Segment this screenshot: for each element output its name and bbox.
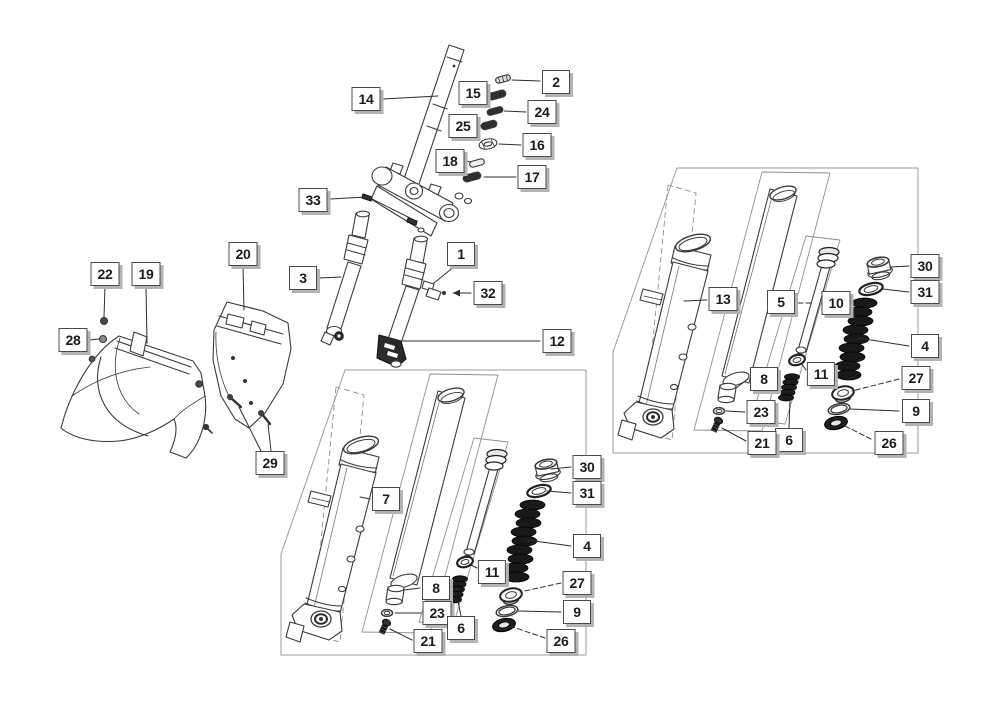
callout-23[interactable]: 23 (746, 400, 776, 424)
callout-17[interactable]: 17 (517, 165, 547, 189)
callout-7[interactable]: 7 (372, 487, 400, 511)
callout-16[interactable]: 16 (522, 133, 552, 157)
callout-23[interactable]: 23 (422, 601, 452, 625)
callout-21[interactable]: 21 (747, 431, 777, 455)
steering-fasteners-drawing (462, 74, 511, 183)
callout-8[interactable]: 8 (750, 367, 778, 391)
callout-12[interactable]: 12 (542, 329, 572, 353)
callout-3[interactable]: 3 (289, 266, 317, 290)
callout-32[interactable]: 32 (473, 281, 503, 305)
callout-6[interactable]: 6 (447, 616, 475, 640)
bracket-screw-icon (226, 393, 272, 426)
callout-11[interactable]: 11 (806, 362, 836, 386)
wheel-clamp-piece (421, 280, 446, 301)
callout-13[interactable]: 13 (708, 287, 738, 311)
callout-15[interactable]: 15 (458, 81, 488, 105)
callout-29[interactable]: 29 (255, 451, 285, 475)
callout-8[interactable]: 8 (422, 576, 450, 600)
callout-28[interactable]: 28 (58, 328, 88, 352)
callout-2[interactable]: 2 (542, 70, 570, 94)
clamp-bolt-icon (361, 193, 418, 226)
callout-30[interactable]: 30 (910, 254, 940, 278)
callout-9[interactable]: 9 (902, 399, 930, 423)
leader-lines-layer (88, 79, 910, 641)
front-fender-drawing (60, 316, 213, 459)
callout-10[interactable]: 10 (821, 291, 851, 315)
callout-20[interactable]: 20 (228, 242, 258, 266)
callout-31[interactable]: 31 (910, 280, 940, 304)
callout-6[interactable]: 6 (775, 428, 803, 452)
callout-5[interactable]: 5 (767, 290, 795, 314)
callout-21[interactable]: 21 (413, 629, 443, 653)
callout-33[interactable]: 33 (298, 188, 328, 212)
triple-clamp-drawing (361, 162, 473, 237)
callout-31[interactable]: 31 (572, 481, 602, 505)
callout-26[interactable]: 26 (874, 431, 904, 455)
callout-19[interactable]: 19 (131, 262, 161, 286)
callout-27[interactable]: 27 (901, 366, 931, 390)
callout-11[interactable]: 11 (477, 560, 507, 584)
fender-bracket-drawing (212, 301, 292, 429)
callout-24[interactable]: 24 (527, 100, 557, 124)
callout-30[interactable]: 30 (572, 455, 602, 479)
callout-14[interactable]: 14 (351, 87, 381, 111)
callout-22[interactable]: 22 (90, 262, 120, 286)
callout-25[interactable]: 25 (448, 114, 478, 138)
fork-legs-drawing (320, 210, 446, 368)
callout-4[interactable]: 4 (573, 534, 601, 558)
callout-26[interactable]: 26 (546, 629, 576, 653)
callout-1[interactable]: 1 (447, 242, 475, 266)
callout-18[interactable]: 18 (435, 149, 465, 173)
callout-4[interactable]: 4 (911, 334, 939, 358)
callout-27[interactable]: 27 (562, 571, 592, 595)
callout-9[interactable]: 9 (563, 600, 591, 624)
